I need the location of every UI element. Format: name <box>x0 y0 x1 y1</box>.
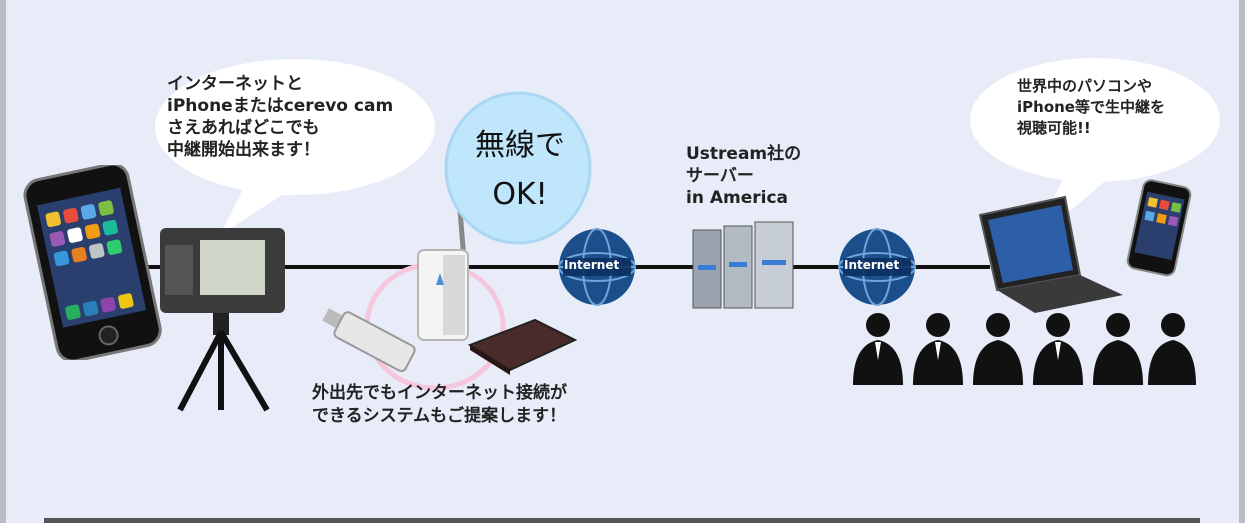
connection-line <box>630 265 700 269</box>
bubble-left-line4: 中継開始出来ます！ <box>167 140 320 160</box>
iphone-image <box>23 165 162 360</box>
bubble-left-line3: さえあればどこでも <box>167 118 320 138</box>
bubble-right-line1: 世界中のパソコンや <box>1017 77 1153 95</box>
speech-bubble-left <box>155 59 435 235</box>
internet-globe-icon <box>838 228 916 306</box>
audience-silhouettes <box>853 313 1196 385</box>
cerevo-cam-image <box>160 228 285 412</box>
server-text-line1: Ustream社の <box>686 144 802 164</box>
connection-line <box>468 265 568 269</box>
connection-line <box>790 265 850 269</box>
laptop-image <box>978 195 1123 313</box>
wifi-bubble-line2: OK! <box>492 177 548 212</box>
connection-line <box>910 265 990 269</box>
wifi-router-image <box>417 184 469 341</box>
frame-border-bottom <box>44 518 1200 523</box>
caption-bottom-line1: 外出先でもインターネット接続が <box>312 383 567 403</box>
internet-globe-icon <box>558 228 636 306</box>
iphone-small-image <box>1126 179 1192 277</box>
internet-label-1: Internet <box>564 258 620 272</box>
bubble-right-line2: iPhone等で生中継を <box>1017 98 1165 116</box>
internet-label-2: Internet <box>844 258 900 272</box>
usb-modem-image <box>322 308 416 373</box>
wifi-bubble <box>444 91 592 245</box>
server-image <box>692 221 794 309</box>
server-text-line3: in America <box>686 188 789 208</box>
bubble-left-line1: インターネットと <box>167 74 303 94</box>
connection-line <box>145 265 165 269</box>
mobile-wifi-image <box>467 318 578 375</box>
caption-bottom-line2: できるシステムもご提案します！ <box>312 406 567 426</box>
connection-line <box>280 265 420 269</box>
server-text-line2: サーバー <box>686 166 754 186</box>
wifi-bubble-line1: 無線で <box>475 128 565 163</box>
frame-border-left <box>0 0 6 523</box>
bubble-left-line2: iPhoneまたはcerevo cam <box>167 96 394 116</box>
frame-border-right <box>1239 0 1245 523</box>
bubble-right-line3: 視聴可能!! <box>1017 119 1091 137</box>
